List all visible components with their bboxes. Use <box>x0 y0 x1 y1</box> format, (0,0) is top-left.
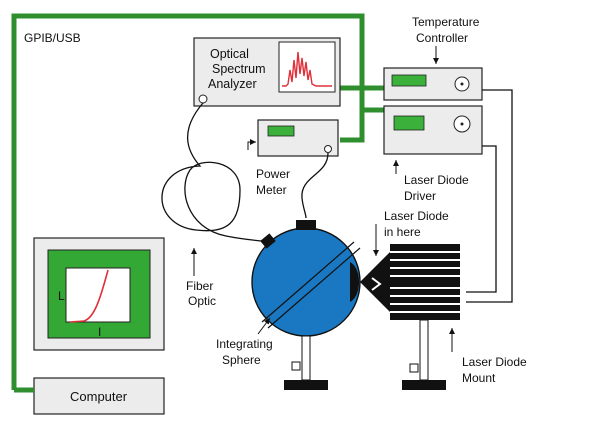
laser-diode-mount-fins <box>390 244 460 320</box>
ldd-to-mount-cable <box>466 145 497 293</box>
power-meter-arrow <box>247 139 256 150</box>
temperature-controller <box>383 67 483 101</box>
osa-spectrum-trace <box>282 51 332 87</box>
sphere-post <box>301 335 311 381</box>
computer-label: Computer <box>70 389 128 404</box>
temperature-controller-label-2: Controller <box>416 31 468 45</box>
computer: Computer <box>33 377 165 415</box>
power-meter-port <box>324 145 332 153</box>
integrating-sphere-arrow <box>257 317 271 335</box>
mount-base <box>402 380 446 390</box>
osa-label-line-3: Analyzer <box>208 77 257 91</box>
integrating-sphere-label-2: Sphere <box>222 353 261 367</box>
power-meter-label-1: Power <box>256 167 290 181</box>
computer-monitor: L I <box>33 237 165 351</box>
optical-spectrum-analyzer: Optical Spectrum Analyzer <box>193 37 341 107</box>
power-meter <box>257 119 339 157</box>
sphere-fiber-port <box>260 233 276 249</box>
integrating-sphere-label-1: Integrating <box>216 337 273 351</box>
computer-screen-plot <box>65 267 131 323</box>
osa-label-line-1: Optical <box>210 47 249 61</box>
fiber-optic-label-1: Fiber <box>186 279 213 293</box>
temperature-controller-label-1: Temperature <box>412 15 480 29</box>
plot-axis-x-label: I <box>98 325 101 339</box>
laser-diode-in-here-label-1: Laser Diode <box>384 209 449 223</box>
laser-diode-driver-label-2: Driver <box>404 189 436 203</box>
fiber-optic-cable <box>161 102 269 243</box>
laser-diode-in-here-label-2: in here <box>384 225 421 239</box>
laser-diode-driver-label-1: Laser Diode <box>404 173 469 187</box>
temperature-controller-display <box>391 74 427 87</box>
power-meter-display <box>267 125 295 137</box>
integrating-sphere <box>251 220 361 390</box>
plot-axis-y-label: L <box>58 289 65 303</box>
sphere-top-port <box>296 220 316 230</box>
laser-diode-driver <box>383 105 483 155</box>
li-curve <box>69 269 109 323</box>
sphere-input-port <box>350 262 359 302</box>
power-meter-cable <box>301 152 329 219</box>
laser-diode-mount-label-2: Mount <box>462 371 496 385</box>
laser-diode-mount <box>360 244 470 390</box>
laser-diode-driver-display <box>393 115 425 131</box>
power-meter-label-2: Meter <box>256 183 287 197</box>
osa-fiber-port <box>198 94 208 104</box>
fiber-optic-label-2: Optic <box>188 294 216 308</box>
mount-post <box>419 319 429 381</box>
gpib-bus-cable <box>11 13 365 390</box>
laser-diode-mount-label-1: Laser Diode <box>462 355 527 369</box>
tc-to-mount-cable <box>466 89 513 303</box>
sphere-base <box>284 380 328 390</box>
osa-label-line-2: Spectrum <box>212 62 266 76</box>
gpib-usb-label: GPIB/USB <box>24 31 81 45</box>
